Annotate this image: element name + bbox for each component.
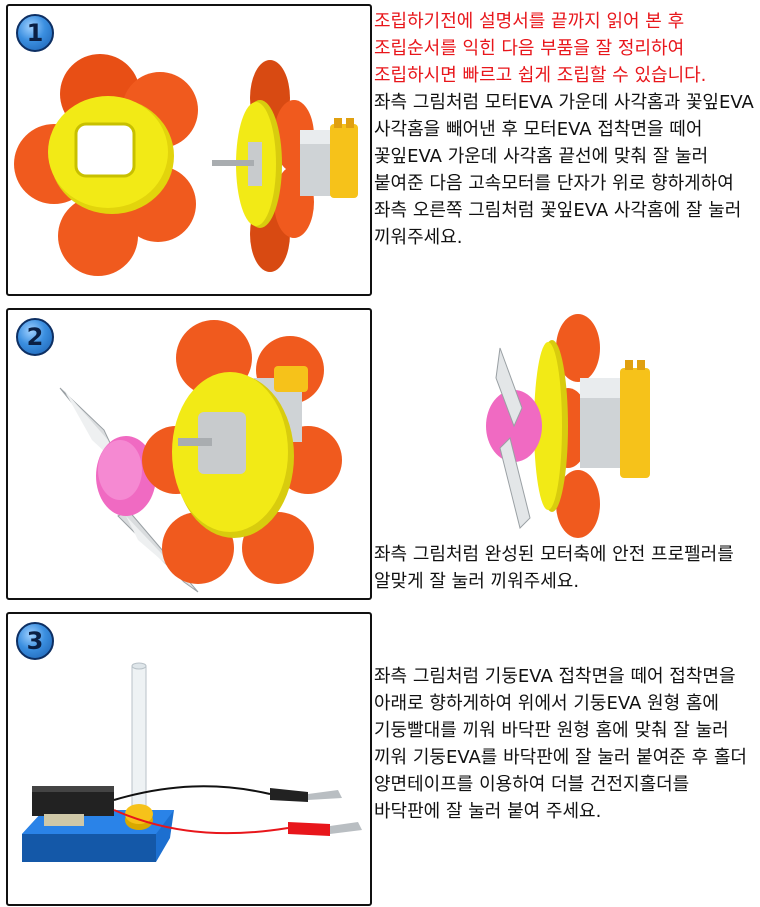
step-1-notice: 조립하기전에 설명서를 끝까지 읽어 본 후 조립순서를 익힌 다음 부품을 잘… (374, 11, 707, 86)
step-1-badge: 1 (16, 14, 54, 52)
step-3-illustration (22, 662, 362, 862)
pole-straw (131, 662, 147, 815)
battery-holder (32, 786, 114, 826)
step-2-panel: 2 (6, 308, 372, 600)
step-3-text-block: 좌측 그림처럼 기둥EVA 접착면을 떼어 접착면을 아래로 향하게하여 위에서… (374, 663, 754, 825)
black-wire (113, 785, 271, 801)
step-1-panel: 1 (6, 4, 372, 296)
step-1-illustration (14, 54, 358, 276)
black-clip (270, 788, 342, 802)
step-3-badge: 3 (16, 622, 54, 660)
flower-motor-assembly (142, 320, 342, 584)
step-3-panel: 3 (6, 612, 372, 906)
step-2-instruction: 좌측 그림처럼 완성된 모터축에 안전 프로펠러를 알맞게 잘 눌러 끼워주세요… (374, 544, 734, 592)
flower-eva-front (14, 54, 198, 276)
flower-eva-with-motor (212, 60, 358, 272)
step-2-badge: 2 (16, 318, 54, 356)
step-1-text-block: 조립하기전에 설명서를 끝까지 읽어 본 후 조립순서를 익힌 다음 부품을 잘… (374, 8, 754, 251)
red-clip (288, 822, 362, 836)
step-2-completed-illustration (486, 314, 650, 538)
step-2-text-block: 좌측 그림처럼 완성된 모터축에 안전 프로펠러를 알맞게 잘 눌러 끼워주세요… (374, 541, 754, 595)
step-1-instruction: 좌측 그림처럼 모터EVA 가운데 사각홈과 꽃잎EVA 사각홈을 빼어낸 후 … (374, 92, 754, 248)
step-2-illustration (59, 320, 342, 593)
step-3-instruction: 좌측 그림처럼 기둥EVA 접착면을 떼어 접착면을 아래로 향하게하여 위에서… (374, 666, 747, 822)
red-wire (113, 809, 289, 835)
